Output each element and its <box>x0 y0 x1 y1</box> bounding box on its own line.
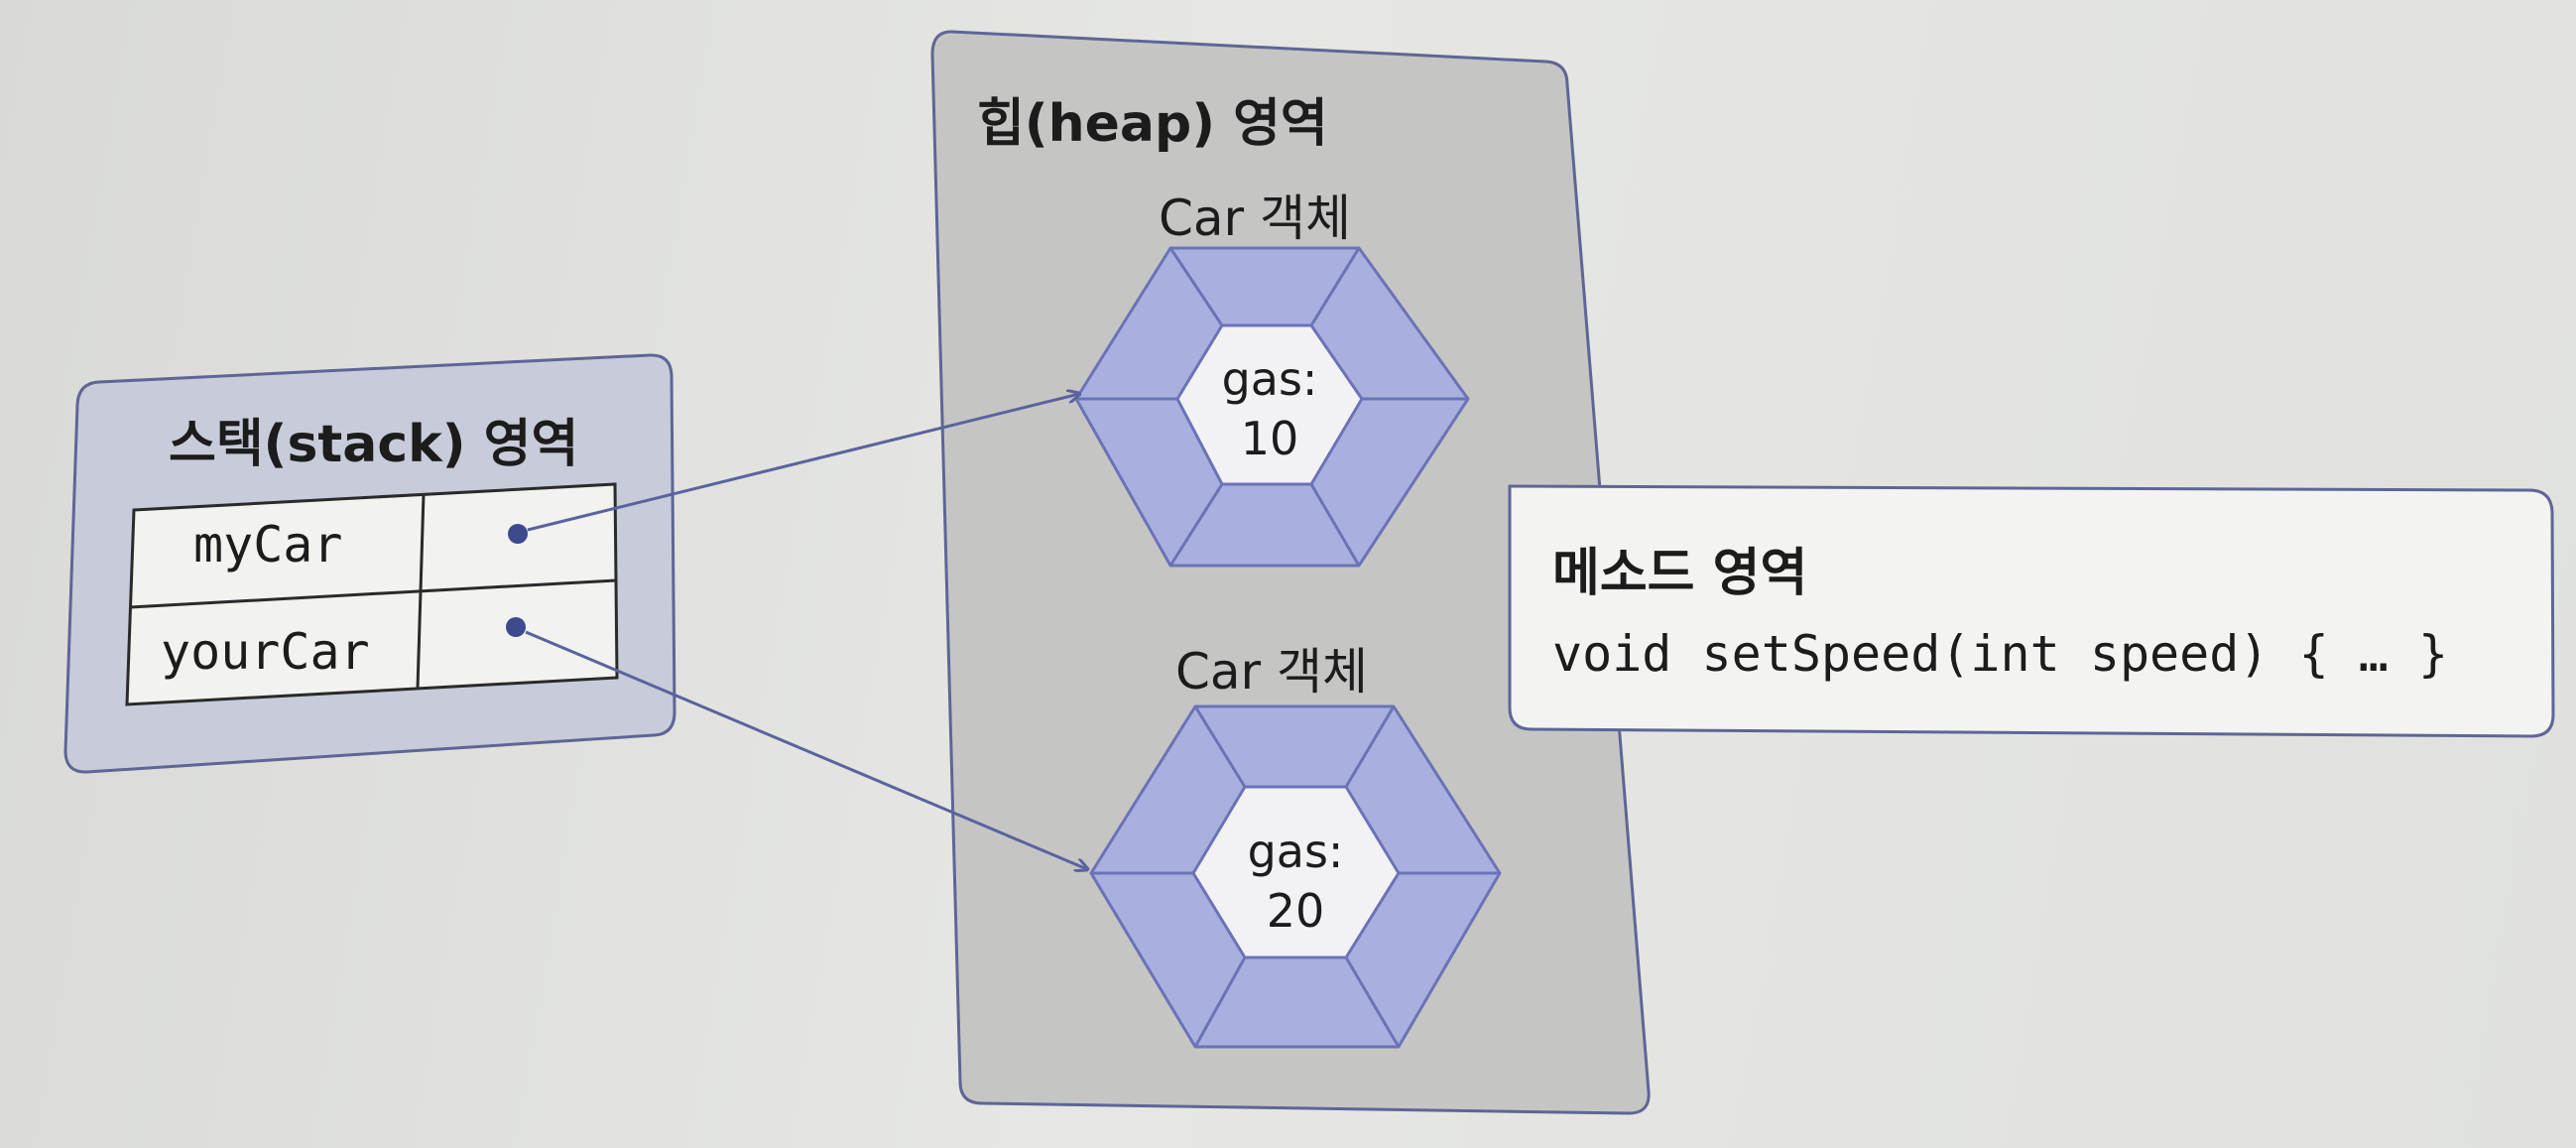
mycar-arrow <box>527 394 1079 532</box>
stack-variable-yourcar: yourCar <box>161 623 370 681</box>
car-object-1-hexagon <box>1074 246 1470 568</box>
car-object-1-label: Car 객체 <box>1159 190 1352 247</box>
car-object-2-value: 20 <box>1266 884 1325 938</box>
method-title: 메소드 영역 <box>1552 544 1808 603</box>
yourcar-arrow <box>525 630 1087 869</box>
car-object-1-field: gas: <box>1221 352 1318 406</box>
car-object-2-field: gas: <box>1247 825 1344 878</box>
method-region <box>1508 484 2555 738</box>
stack-table <box>125 482 619 706</box>
car-object-2-hexagon <box>1089 704 1502 1049</box>
stack-variable-mycar: myCar <box>193 516 343 574</box>
heap-title: 힙(heap) 영역 <box>977 94 1328 154</box>
car-object-2-label: Car 객체 <box>1175 643 1369 701</box>
stack-title: 스택(stack) 영역 <box>169 415 579 474</box>
method-code: void setSpeed(int speed) { … } <box>1552 625 2449 683</box>
car-object-1-value: 10 <box>1240 412 1299 465</box>
yourcar-reference-dot <box>506 617 526 637</box>
mycar-reference-dot <box>508 524 528 544</box>
